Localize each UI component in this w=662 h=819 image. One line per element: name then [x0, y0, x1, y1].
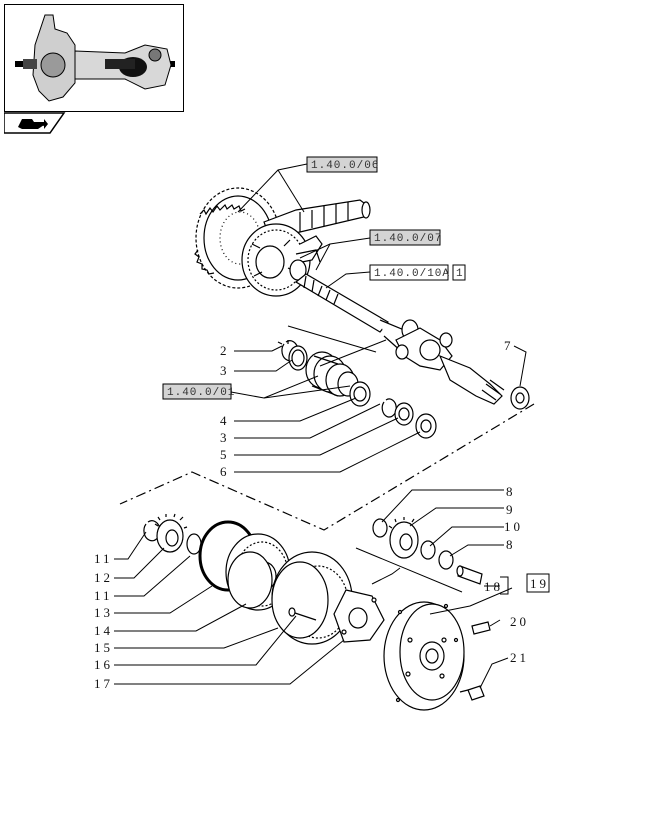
- screw-20: [471, 621, 491, 635]
- reference-text: 1.40.0/01: [167, 387, 235, 399]
- callout-11-second[interactable]: 11: [94, 588, 113, 603]
- callout-9[interactable]: 9: [506, 502, 516, 517]
- callout-19-box: [526, 573, 550, 593]
- callout-14[interactable]: 14: [94, 623, 113, 638]
- reference-leaders: [230, 163, 371, 399]
- hub-flange-16: [333, 589, 385, 643]
- callout-19[interactable]: 19: [530, 576, 549, 591]
- washer-8-top: [372, 518, 388, 538]
- callout-12[interactable]: 12: [94, 570, 113, 585]
- assembly-thumbnail: [4, 4, 184, 112]
- washer-8-bottom: [438, 550, 454, 570]
- callout-16[interactable]: 16: [94, 657, 113, 672]
- callout-3[interactable]: 3: [220, 363, 230, 378]
- differential-housing: [241, 223, 323, 297]
- reference-box-number: 1: [456, 268, 464, 280]
- reference-box-1[interactable]: 1.40.0/06: [306, 156, 379, 173]
- callout-5[interactable]: 5: [220, 447, 230, 462]
- wheel-hub-cover: [383, 601, 465, 711]
- reference-box-2[interactable]: 1.40.0/07: [369, 229, 442, 246]
- pin-18: [456, 565, 483, 585]
- plug-21: [459, 685, 485, 701]
- planet-gear-12: [154, 513, 188, 553]
- callout-18[interactable]: 18: [484, 579, 503, 594]
- axle-thumbnail-drawing: [15, 14, 175, 102]
- callout-6[interactable]: 6: [220, 464, 230, 479]
- washer-7: [510, 386, 530, 410]
- callout-leaders: [114, 345, 527, 689]
- callout-10[interactable]: 10: [504, 519, 523, 534]
- ring-5: [394, 402, 414, 426]
- reference-box-3[interactable]: 1.40.0/10A 1: [369, 264, 466, 281]
- ring-3: [288, 345, 308, 371]
- callout-7[interactable]: 7: [504, 338, 514, 353]
- ring-4: [349, 381, 371, 407]
- callout-3-second[interactable]: 3: [220, 430, 230, 445]
- callout-17[interactable]: 17: [94, 676, 113, 691]
- ring-6: [415, 413, 437, 439]
- gear-9: [388, 517, 419, 559]
- reference-text: 1.40.0/06: [311, 160, 379, 172]
- callout-21[interactable]: 21: [510, 650, 529, 665]
- reference-text: 1.40.0/10A: [374, 268, 450, 280]
- universal-joint: [395, 319, 505, 405]
- reference-text: 1.40.0/07: [374, 233, 442, 245]
- callout-8-second[interactable]: 8: [506, 537, 516, 552]
- callout-8[interactable]: 8: [506, 484, 516, 499]
- needle-bearing-10: [420, 540, 436, 560]
- callout-4[interactable]: 4: [220, 413, 230, 428]
- callout-15[interactable]: 15: [94, 640, 113, 655]
- reference-box-4[interactable]: 1.40.0/01: [162, 383, 235, 400]
- callout-2[interactable]: 2: [220, 343, 230, 358]
- axle-shaft: [294, 273, 411, 353]
- callout-20[interactable]: 20: [510, 614, 529, 629]
- book-arrow-icon: [18, 119, 48, 129]
- circlip-3: [381, 398, 397, 418]
- navigation-tab[interactable]: [3, 112, 66, 134]
- callout-11[interactable]: 11: [94, 551, 113, 566]
- callout-13[interactable]: 13: [94, 605, 113, 620]
- bolt-17: [288, 607, 317, 621]
